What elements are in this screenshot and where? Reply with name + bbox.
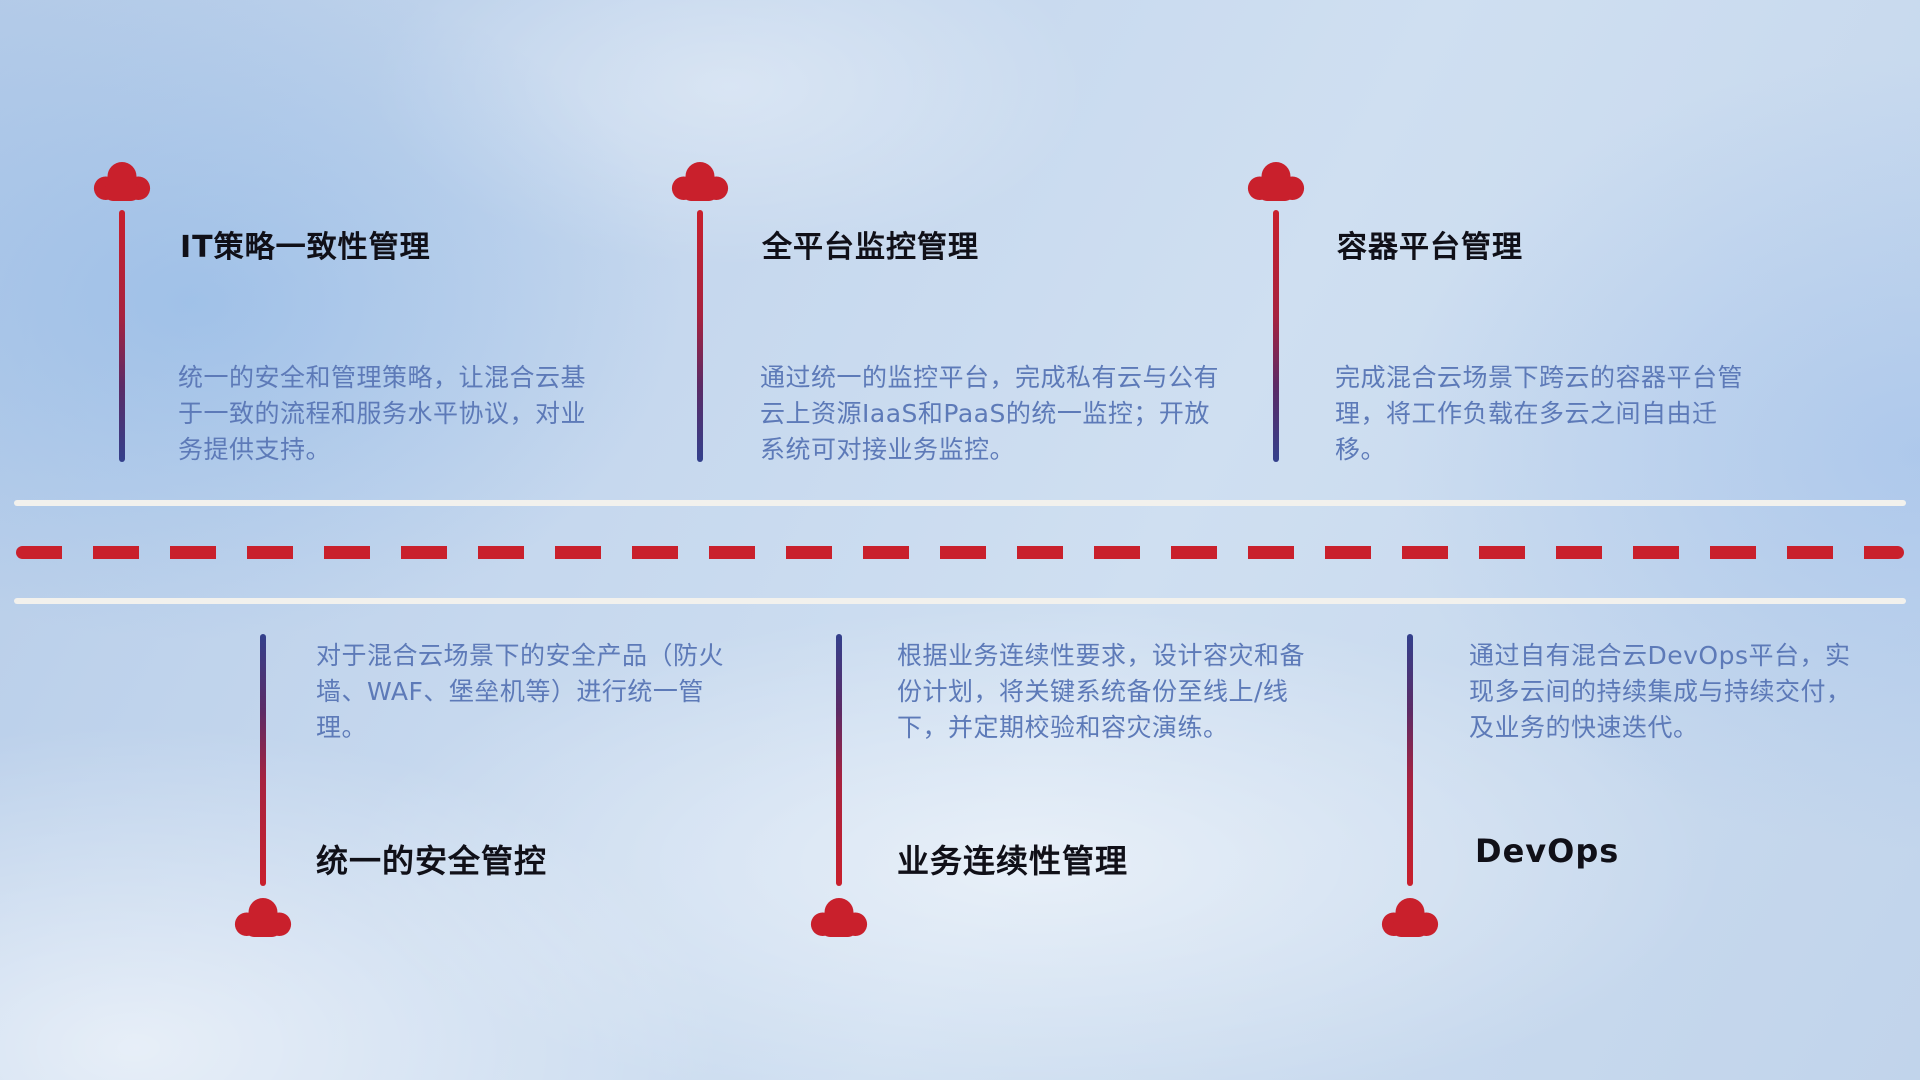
cloud-icon bbox=[234, 896, 292, 938]
item-description: 统一的安全和管理策略，让混合云基于一致的流程和服务水平协议，对业务提供支持。 bbox=[178, 363, 587, 464]
connector-line bbox=[260, 634, 266, 886]
divider-bottom-line bbox=[14, 598, 1906, 604]
capability-item-it-policy: IT策略一致性管理 统一的安全和管理策略，让混合云基于一致的流程和服务水平协议，… bbox=[93, 160, 586, 490]
connector-line bbox=[1407, 634, 1413, 886]
capability-item-security-control: 对于混合云场景下的安全产品（防火墙、WAF、堡垒机等）进行统一管理。 统一的安全… bbox=[234, 634, 724, 964]
item-description: 根据业务连续性要求，设计容灾和备份计划，将关键系统备份至线上/线下，并定期校验和… bbox=[897, 641, 1306, 742]
cloud-icon bbox=[810, 896, 868, 938]
item-title: IT策略一致性管理 bbox=[180, 230, 431, 265]
cloud-icon bbox=[671, 160, 729, 202]
item-title: 统一的安全管控 bbox=[316, 842, 548, 880]
divider-top-line bbox=[14, 500, 1906, 506]
item-title: 容器平台管理 bbox=[1337, 230, 1523, 265]
item-description: 通过统一的监控平台，完成私有云与公有云上资源IaaS和PaaS的统一监控；开放系… bbox=[760, 363, 1220, 464]
connector-line bbox=[119, 210, 125, 462]
item-description: 完成混合云场景下跨云的容器平台管理，将工作负载在多云之间自由迁移。 bbox=[1335, 363, 1744, 464]
connector-line bbox=[697, 210, 703, 462]
connector-line bbox=[836, 634, 842, 886]
cloud-icon bbox=[93, 160, 151, 202]
item-description: 对于混合云场景下的安全产品（防火墙、WAF、堡垒机等）进行统一管理。 bbox=[316, 641, 725, 742]
item-title: DevOps bbox=[1475, 832, 1620, 870]
item-title: 全平台监控管理 bbox=[762, 230, 979, 265]
cloud-icon bbox=[1247, 160, 1305, 202]
capability-item-monitoring: 全平台监控管理 通过统一的监控平台，完成私有云与公有云上资源IaaS和PaaS的… bbox=[671, 160, 1219, 490]
connector-line bbox=[1273, 210, 1279, 462]
capability-item-devops: 通过自有混合云DevOps平台，实现多云间的持续集成与持续交付，及业务的快速迭代… bbox=[1381, 634, 1861, 964]
item-description: 通过自有混合云DevOps平台，实现多云间的持续集成与持续交付，及业务的快速迭代… bbox=[1469, 641, 1852, 742]
item-title: 业务连续性管理 bbox=[897, 842, 1129, 880]
divider-dashed-line bbox=[16, 546, 1904, 559]
cloud-icon bbox=[1381, 896, 1439, 938]
capability-item-container-platform: 容器平台管理 完成混合云场景下跨云的容器平台管理，将工作负载在多云之间自由迁移。 bbox=[1247, 160, 1743, 490]
capability-item-business-continuity: 根据业务连续性要求，设计容灾和备份计划，将关键系统备份至线上/线下，并定期校验和… bbox=[810, 634, 1305, 964]
